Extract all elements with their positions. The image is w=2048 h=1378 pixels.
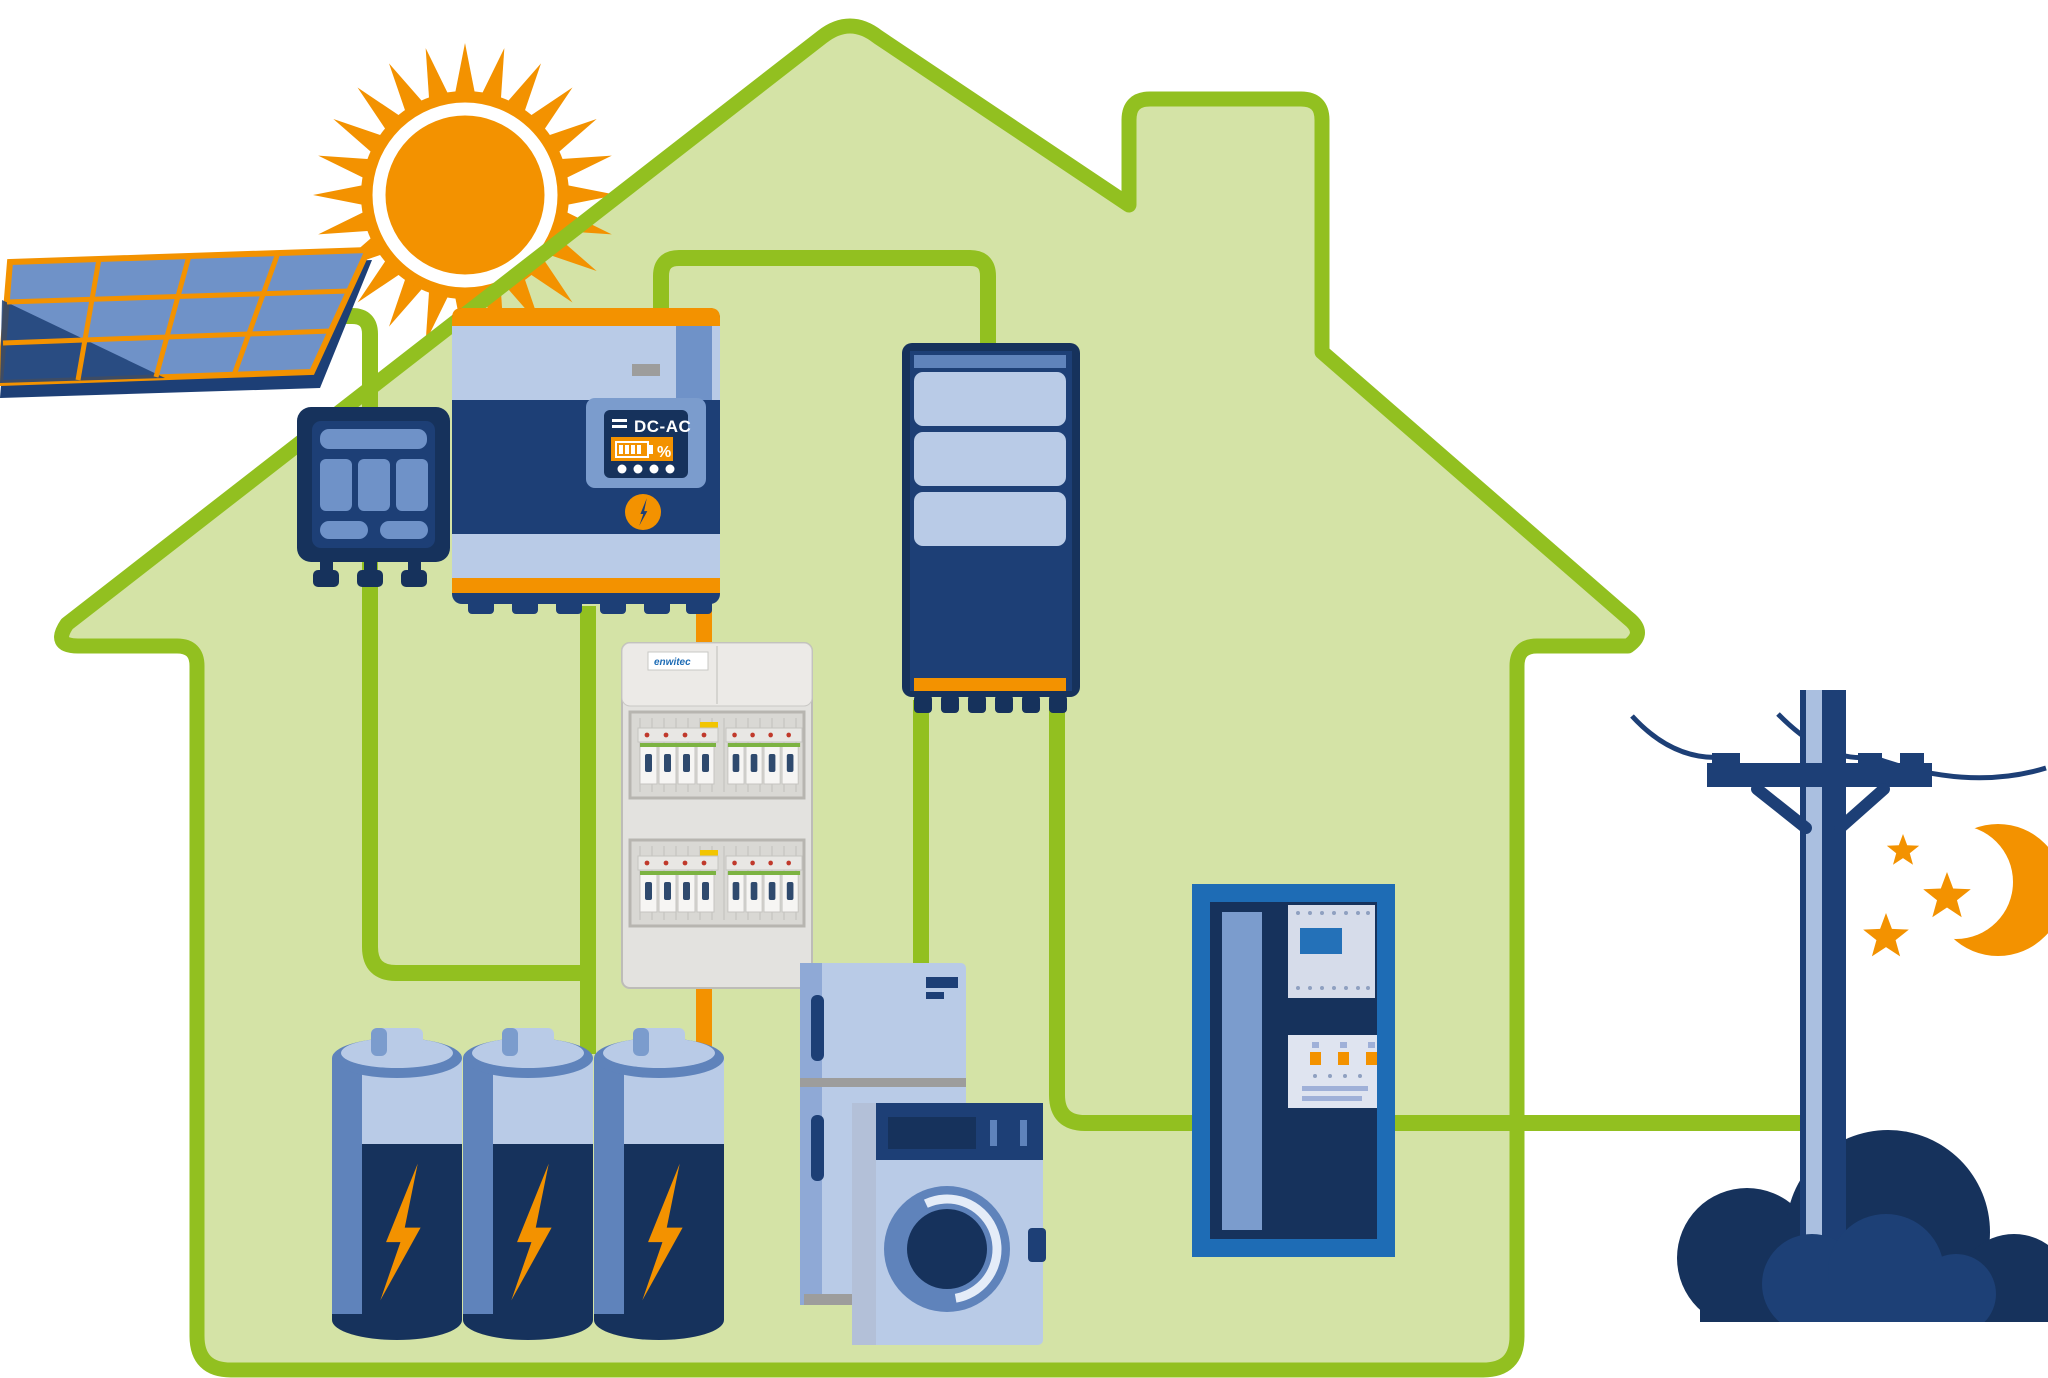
distribution-board: enwitec <box>621 642 813 989</box>
fusebox-label <box>647 651 709 671</box>
inverter-display-mode-label: DC-AC <box>634 417 691 436</box>
wire-junction-to-battery-line <box>362 558 596 981</box>
battery-glyph <box>615 441 649 458</box>
washer-door-glass <box>907 1209 987 1289</box>
washer-door-handle <box>1028 1228 1046 1262</box>
washer-display <box>888 1117 976 1149</box>
solar-panel-grid <box>2 252 350 381</box>
sun-disc <box>361 91 569 299</box>
meter-screen <box>1300 928 1342 954</box>
sun-ring <box>372 102 558 288</box>
fridge-handle-bottom <box>811 1115 824 1181</box>
pole-crossarm <box>1707 763 1932 787</box>
wire-tower-to-grid <box>1049 700 1802 1131</box>
moon-icon <box>1899 824 2048 956</box>
fridge-vent <box>926 977 958 988</box>
inverter-soc-unit: % <box>657 444 671 461</box>
washer-door-highlight <box>892 1194 1002 1304</box>
star-icon <box>1863 913 1909 957</box>
hybrid-inverter: DC-AC % <box>452 308 720 614</box>
wire-panel-to-junction <box>326 308 378 410</box>
battery-3 <box>594 1028 724 1340</box>
cloud-front <box>1762 1214 1996 1334</box>
utility-pole <box>1630 690 2047 1322</box>
tower-feet <box>914 695 1067 713</box>
energy-meter-cabinet <box>1192 884 1395 1257</box>
pole-braces <box>1751 783 1890 834</box>
battery-1 <box>332 1028 462 1340</box>
battery-2 <box>463 1028 593 1340</box>
inverter-vent-slot <box>632 364 660 376</box>
meter-terminal-panel <box>1288 1035 1377 1108</box>
fridge-handle-top <box>811 995 824 1061</box>
pv-junction-box <box>297 407 450 587</box>
battery-bank <box>332 1028 724 1340</box>
wire-inverter-to-tower <box>653 250 996 346</box>
solar-panel-icon <box>0 246 373 398</box>
smart-meter <box>1288 905 1375 998</box>
inverter-display-dots <box>617 464 675 474</box>
washing-machine <box>852 1103 1046 1345</box>
fusebox-brand-text: enwitec <box>654 657 691 668</box>
battery-tower <box>902 343 1080 713</box>
sun-icon <box>313 43 617 347</box>
cloud-ground-cut <box>1630 1322 2048 1378</box>
fusebox-row-2 <box>628 838 806 928</box>
fusebox-row-1 <box>628 710 806 800</box>
